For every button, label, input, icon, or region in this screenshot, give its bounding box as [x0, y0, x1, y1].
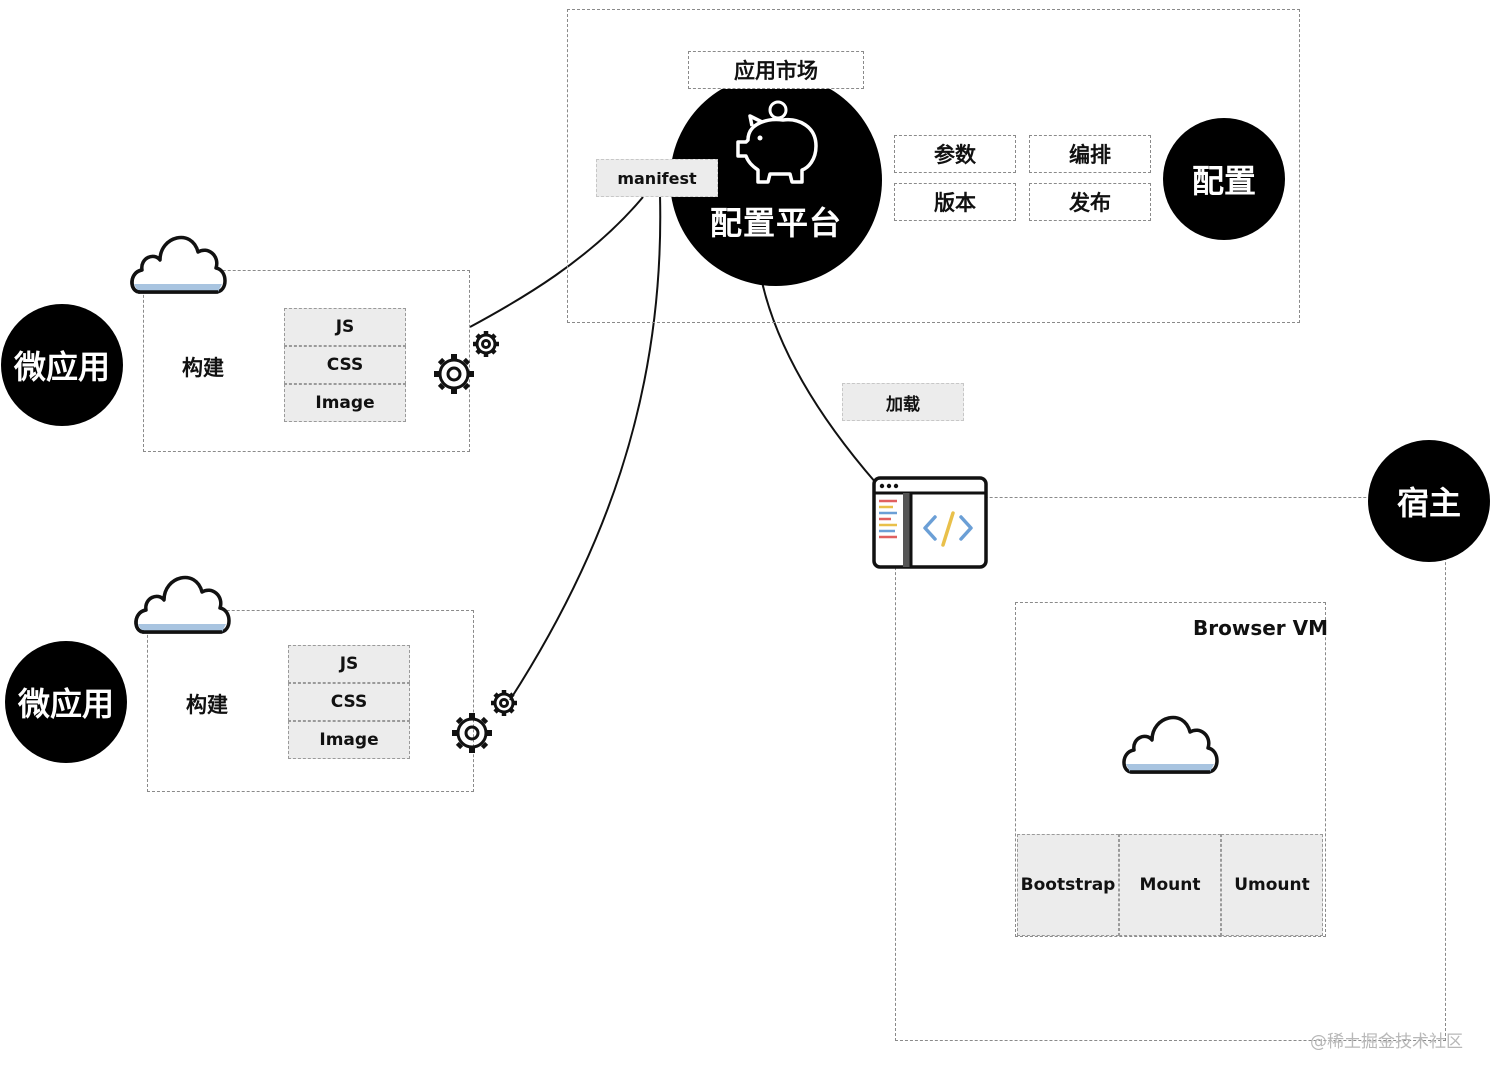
config-item-params[interactable]: 参数 — [894, 135, 1016, 173]
micro-app-2-circle: 微应用 — [5, 641, 127, 763]
micro-app-2-build-label: 构建 — [186, 693, 228, 717]
load-label[interactable]: 加载 — [842, 383, 964, 421]
cloud-icon — [134, 575, 231, 634]
micro-app-1-circle: 微应用 — [1, 304, 123, 426]
code-window-icon — [872, 476, 988, 569]
browser-vm-title: Browser VM — [1193, 616, 1328, 640]
lifecycle-umount[interactable]: Umount — [1221, 834, 1323, 936]
config-circle: 配置 — [1163, 118, 1285, 240]
platform-title: 配置平台 — [709, 204, 842, 242]
host-circle: 宿主 — [1368, 440, 1490, 562]
micro-app-1-build-label: 构建 — [182, 356, 224, 380]
cloud-icon — [130, 235, 227, 294]
lifecycle-bootstrap[interactable]: Bootstrap — [1017, 834, 1119, 936]
micro-app-1-artifact-css[interactable]: CSS — [284, 346, 406, 384]
config-item-version[interactable]: 版本 — [894, 183, 1016, 221]
micro-app-2-panel — [147, 610, 474, 792]
cloud-icon — [1122, 715, 1219, 774]
platform-circle: 配置平台 — [670, 74, 882, 286]
app-market-label[interactable]: 应用市场 — [688, 51, 864, 89]
gear-icon — [452, 690, 517, 753]
micro-app-1-artifact-js[interactable]: JS — [284, 308, 406, 346]
micro-app-2-artifact-js[interactable]: JS — [288, 645, 410, 683]
micro-app-2-artifact-image[interactable]: Image — [288, 721, 410, 759]
micro-app-2-artifact-css[interactable]: CSS — [288, 683, 410, 721]
host-panel — [895, 497, 1446, 1041]
config-item-publish[interactable]: 发布 — [1029, 183, 1151, 221]
piggy-bank-icon — [736, 100, 818, 184]
micro-app-1-panel — [143, 270, 470, 452]
micro-app-1-artifact-image[interactable]: Image — [284, 384, 406, 422]
platform-panel — [567, 9, 1300, 323]
config-item-orchestration[interactable]: 编排 — [1029, 135, 1151, 173]
manifest-label[interactable]: manifest — [596, 159, 718, 197]
gear-icon — [434, 331, 499, 394]
watermark: @稀土掘金技术社区 — [1310, 1032, 1463, 1052]
browser-vm-panel — [1015, 602, 1326, 937]
lifecycle-mount[interactable]: Mount — [1119, 834, 1221, 936]
